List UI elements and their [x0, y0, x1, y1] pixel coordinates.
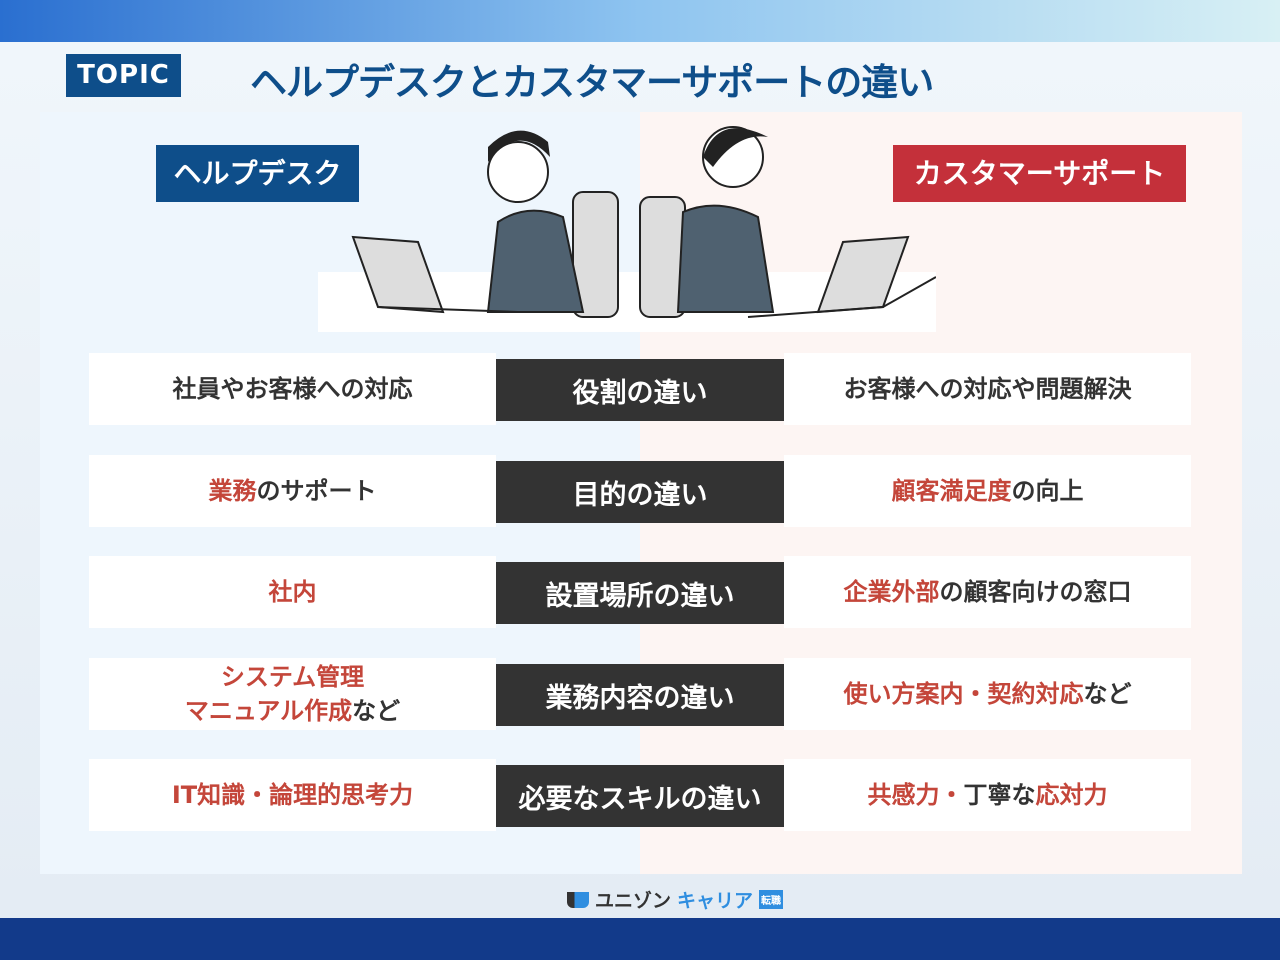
comparison-label: 設置場所の違い: [496, 562, 784, 624]
operators-illustration: [318, 126, 936, 332]
customer-support-cell: 企業外部の顧客向けの窓口: [784, 556, 1191, 628]
comparison-row: IT知識・論理的思考力共感力・丁寧な応対力必要なスキルの違い: [89, 759, 1191, 831]
cell-text: IT知識・論理的思考力: [171, 781, 414, 809]
helpdesk-operator-icon: [351, 130, 619, 318]
cell-text: 丁寧な: [963, 781, 1036, 809]
comparison-row: 業務のサポート顧客満足度の向上目的の違い: [89, 455, 1191, 527]
customer-support-cell: 顧客満足度の向上: [784, 455, 1191, 527]
cell-text: マニュアル作成: [184, 697, 353, 725]
cell-text: 顧客満足度: [891, 477, 1012, 505]
topic-badge: TOPIC: [66, 54, 181, 97]
helpdesk-cell: 社内: [89, 556, 496, 628]
cell-text: など: [352, 697, 401, 725]
helpdesk-cell: 社員やお客様への対応: [89, 353, 496, 425]
comparison-row: システム管理マニュアル作成など使い方案内・契約対応など業務内容の違い: [89, 658, 1191, 730]
customer-support-cell: 共感力・丁寧な応対力: [784, 759, 1191, 831]
logo-badge: 転職: [759, 890, 784, 909]
brand-logo: ユニゾンキャリア転職: [567, 886, 784, 913]
page-title: ヘルプデスクとカスタマーサポートの違い: [250, 61, 934, 104]
helpdesk-cell: システム管理マニュアル作成など: [89, 658, 496, 730]
cell-text: お客様への対応や問題解決: [843, 375, 1132, 403]
cell-text: 共感力・: [867, 781, 964, 809]
cell-text: 企業外部: [843, 578, 940, 606]
comparison-label: 役割の違い: [496, 359, 784, 421]
cell-text: 社員やお客様への対応: [172, 375, 413, 403]
helpdesk-cell: 業務のサポート: [89, 455, 496, 527]
comparison-row: 社員やお客様への対応 お客様への対応や問題解決 役割の違い: [89, 353, 1191, 425]
comparison-label: 必要なスキルの違い: [496, 765, 784, 827]
cell-text: の向上: [1011, 477, 1084, 505]
helpdesk-cell: IT知識・論理的思考力: [89, 759, 496, 831]
customer-support-cell: 使い方案内・契約対応など: [784, 658, 1191, 730]
customer-support-cell: お客様への対応や問題解決: [784, 353, 1191, 425]
comparison-row: 社内企業外部の顧客向けの窓口設置場所の違い: [89, 556, 1191, 628]
cell-text: 社内: [268, 578, 317, 606]
logo-mark-icon: [567, 891, 589, 908]
customer-support-operator-icon: [639, 126, 936, 318]
logo-accent-text: キャリア: [677, 890, 754, 912]
customer-support-tag: カスタマーサポート: [893, 145, 1186, 202]
cell-text: 業務: [208, 477, 257, 505]
footer-band: [0, 918, 1280, 960]
cell-text: システム管理: [220, 663, 365, 691]
cell-text: 応対力: [1035, 781, 1108, 809]
cell-text: の顧客向けの窓口: [939, 578, 1132, 606]
comparison-label: 業務内容の違い: [496, 664, 784, 726]
helpdesk-tag: ヘルプデスク: [156, 145, 359, 202]
logo-text: ユニゾン: [595, 890, 672, 912]
cell-text: など: [1083, 680, 1132, 708]
comparison-label: 目的の違い: [496, 461, 784, 523]
cell-text: 使い方案内・契約対応: [843, 680, 1084, 708]
cell-text: のサポート: [256, 477, 377, 505]
